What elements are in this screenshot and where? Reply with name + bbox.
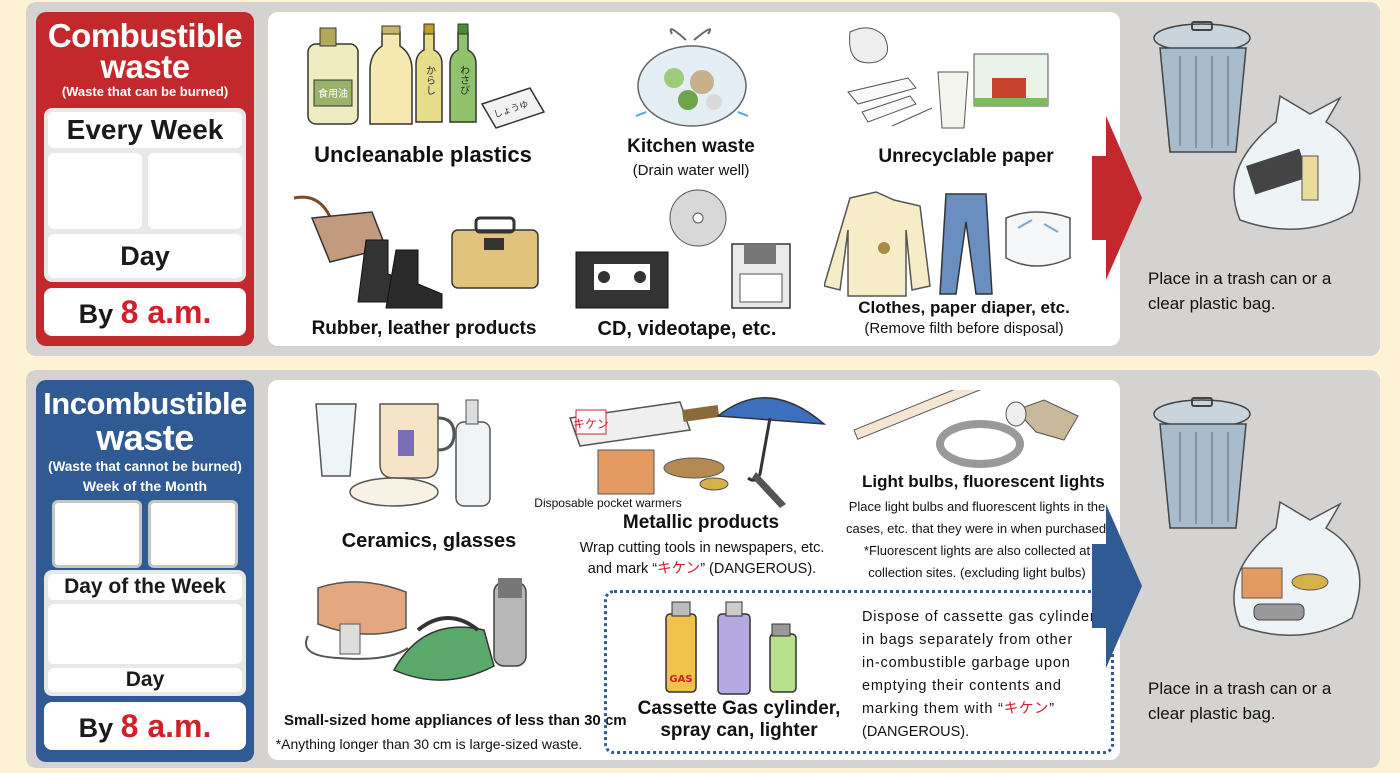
wasabi-label: わさび (458, 65, 470, 95)
week-of-month-label: Week of the Month (82, 478, 208, 494)
week-cell-1 (52, 500, 142, 568)
gas-note-6: (DANGEROUS). (862, 724, 970, 740)
pocket-warmers-label: Disposable pocket warmers (534, 496, 682, 510)
cd-videotape-label: CD, videotape, etc. (597, 318, 777, 340)
plastic-bottles-illustration: 食用油 からし わさび しょうゆ (307, 23, 546, 129)
kitchen-waste-bag-illustration (635, 28, 749, 127)
schedule-cell-1 (48, 153, 142, 229)
trash-can-and-bag-icon-2 (1153, 397, 1361, 637)
metallic-illustration: キケン (568, 397, 827, 508)
gas-note-4: emptying their contents and (862, 678, 1062, 694)
deadline-time: 8 a.m. (120, 294, 212, 330)
incombustible-deadline-by: By (78, 713, 114, 743)
gas-note: Dispose of cassette gas cylinders in bag… (862, 606, 1104, 744)
combustible-title-line2: waste (100, 48, 190, 85)
incombustible-title-line1: Incombustible (43, 386, 247, 421)
kitchen-waste-note: (Drain water well) (632, 162, 750, 179)
incombustible-title-line2: waste (96, 417, 194, 458)
combustible-title-line1: Combustible (47, 17, 243, 54)
metallic-note-2b: ” (DANGEROUS). (700, 561, 817, 577)
gas-can-label: GAS (669, 674, 692, 685)
clothes-note: (Remove filth before disposal) (864, 320, 1064, 337)
combustible-subtitle: (Waste that can be burned) (61, 84, 229, 99)
incombustible-subtitle: (Waste that cannot be burned) (48, 459, 242, 474)
gas-cans-illustration: GAS (665, 601, 797, 695)
combustible-schedule-box: Every Week Day (44, 108, 246, 282)
schedule-cell-2 (148, 153, 242, 229)
ceramics-illustration (315, 399, 491, 507)
incombustible-schedule-box: Day of the Week Day (44, 570, 246, 696)
gas-cylinder-label-1: Cassette Gas cylinder, (637, 698, 841, 719)
metallic-note-kiken: キケン (657, 561, 701, 577)
clothes-diaper-label: Clothes, paper diaper, etc. (858, 298, 1070, 317)
rubber-leather-label: Rubber, leather products (311, 318, 537, 339)
kiken-tag: キケン (573, 417, 609, 431)
karashi-label: からし (424, 65, 436, 95)
deadline-by: By (78, 299, 114, 329)
gas-note-2: in bags separately from other (862, 632, 1073, 648)
ceramics-label: Ceramics, glasses (341, 530, 517, 552)
incombustible-arrow-icon (1092, 504, 1142, 668)
paper-illustration (847, 27, 1049, 129)
bulbs-note-1: Place light bulbs and fluorescent lights… (848, 499, 1106, 514)
gas-note-5b: ” (1049, 701, 1055, 717)
combustible-arrow-icon (1092, 116, 1142, 280)
incombustible-badge: Incombustible waste (Waste that cannot b… (36, 380, 254, 762)
metallic-note-2: and mark “キケン” (DANGEROUS). (560, 559, 844, 580)
bulbs-note-3: *Fluorescent lights are also collected a… (863, 543, 1091, 558)
bulbs-label: Light bulbs, fluorescent lights (862, 472, 1105, 491)
metallic-label: Metallic products (622, 512, 780, 533)
metallic-note-2a: and mark “ (587, 561, 658, 577)
week-cell-2 (148, 500, 238, 568)
gas-note-5a: marking them with “ (862, 701, 1004, 717)
gas-cylinder-label-2: spray can, lighter (660, 720, 818, 741)
bulbs-note-2: cases, etc. that they were in when purch… (846, 521, 1110, 536)
gas-note-1: Dispose of cassette gas cylinders (862, 609, 1104, 625)
appliances-note: *Anything longer than 30 cm is large-siz… (275, 736, 583, 752)
incombustible-deadline-time: 8 a.m. (120, 708, 212, 744)
every-week-label: Every Week (48, 112, 242, 148)
unrecyclable-paper-label: Unrecyclable paper (878, 146, 1054, 167)
incombustible-day-label: Day (48, 668, 242, 692)
uncleanable-plastics-label: Uncleanable plastics (314, 142, 532, 167)
incombustible-instruction-1: Place in a trash can or a (1148, 679, 1332, 698)
gas-note-3: in-combustible garbage upon (862, 655, 1071, 671)
media-illustration (575, 189, 791, 309)
combustible-instruction: Place in a trash can or a clear plastic … (1148, 266, 1331, 316)
clothes-illustration (824, 191, 1071, 297)
gas-note-5: marking them with “キケン” (862, 698, 1092, 721)
gas-note-kiken: キケン (1003, 701, 1050, 717)
incombustible-deadline: By 8 a.m. (44, 702, 246, 750)
oil-label: 食用油 (318, 87, 348, 100)
day-of-week-label: Day of the Week (48, 574, 242, 600)
incombustible-instruction: Place in a trash can or a clear plastic … (1148, 676, 1331, 726)
combustible-instruction-1: Place in a trash can or a (1148, 269, 1332, 288)
combustible-badge: Combustible waste (Waste that can be bur… (36, 12, 254, 346)
appliances-label: Small-sized home appliances of less than… (284, 712, 627, 729)
light-bulbs-illustration (853, 390, 1079, 468)
day-of-week-cell (48, 604, 242, 664)
incombustible-instruction-2: clear plastic bag. (1148, 704, 1276, 723)
gas-cylinder-box (604, 590, 1114, 754)
combustible-instruction-2: clear plastic bag. (1148, 294, 1276, 313)
combustible-deadline: By 8 a.m. (44, 288, 246, 336)
bulbs-note-4: collection sites. (excluding light bulbs… (868, 565, 1086, 580)
trash-can-and-bag-icon (1153, 21, 1361, 231)
leather-goods-illustration (293, 195, 539, 309)
metallic-note-1: Wrap cutting tools in newspapers, etc. (579, 540, 825, 556)
day-label: Day (48, 234, 242, 278)
appliances-illustration (305, 578, 527, 681)
kitchen-waste-label: Kitchen waste (627, 136, 755, 157)
